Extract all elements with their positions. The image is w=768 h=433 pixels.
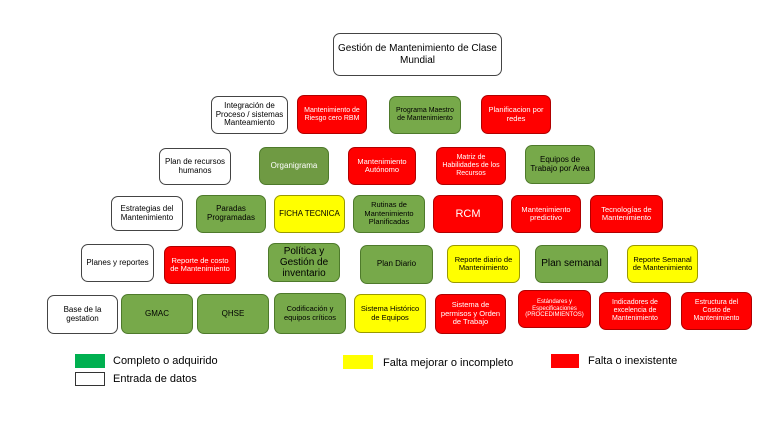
node-label: Matriz de Habilidades de los Recursos (442, 154, 500, 177)
node-gmac: GMAC (121, 294, 193, 334)
node-process-integration: Integración de Proceso / sistemas Mantea… (211, 96, 288, 134)
legend-swatch-complete (75, 354, 105, 368)
node-planned-routines: Rutinas de Mantenimiento Planificadas (353, 195, 425, 233)
node-label: Planes y reportes (86, 257, 149, 267)
node-label: Plan semanal (541, 258, 602, 270)
node-label: QHSE (221, 308, 245, 318)
node-qhse: QHSE (197, 294, 269, 334)
node-critical-equipment-coding: Codificación y equipos críticos (274, 293, 346, 334)
legend-swatch-input (75, 372, 105, 386)
node-work-order-system: Sistema de permisos y Orden de Trabajo (435, 294, 506, 334)
node-autonomous-maintenance: Mantenimiento Autónomo (348, 147, 416, 185)
node-org-chart: Organigrama (259, 147, 329, 185)
node-label: Reporte diario de Mantenimiento (454, 254, 513, 272)
node-daily-report: Reporte diario de Mantenimiento (447, 245, 520, 283)
node-label: Plan de recursos humanos (164, 156, 226, 175)
node-label: Estructura del Costo de Mantenimiento (693, 299, 740, 322)
node-label: Reporte de costo de Mantenimiento (170, 255, 230, 273)
node-skills-matrix: Matriz de Habilidades de los Recursos (436, 147, 506, 185)
node-rcm: RCM (433, 195, 503, 233)
node-label: Tecnologías de Mantenimiento (601, 204, 652, 222)
node-excellence-indicators: Indicadores de excelencia de Mantenimien… (599, 292, 671, 330)
top-node-label: Gestión de Mantenimiento de Clase Mundia… (338, 43, 497, 66)
node-maintenance-technologies: Tecnologías de Mantenimiento (590, 195, 663, 233)
node-label: Paradas Programadas (206, 204, 256, 222)
node-scheduled-shutdowns: Paradas Programadas (196, 195, 266, 233)
node-label: GMAC (145, 308, 169, 318)
node-label: Codificación y equipos críticos (283, 304, 337, 322)
node-equipment-history: Sistema Histórico de Equipos (354, 294, 426, 333)
node-label: Indicadores de excelencia de Mantenimien… (612, 299, 658, 322)
node-label: Base de la gestation (63, 304, 102, 323)
node-label: Planificacion por redes (488, 105, 544, 123)
node-network-planning: Planificacion por redes (481, 95, 551, 134)
legend-label-improve: Falta mejorar o incompleto (383, 357, 514, 369)
node-cost-report: Reporte de costo de Mantenimiento (164, 246, 236, 284)
node-technical-sheet: FICHA TECNICA (274, 195, 345, 233)
legend-label-missing: Falta o inexistente (588, 355, 678, 367)
node-label: Reporte Semanal de Mantenimiento (632, 254, 693, 272)
top-node-world-class-maintenance: Gestión de Mantenimiento de Clase Mundia… (333, 33, 502, 76)
legend-label-complete: Completo o adquirido (113, 355, 218, 367)
node-label: Sistema de permisos y Orden de Trabajo (440, 300, 501, 327)
node-label: FICHA TECNICA (279, 208, 340, 218)
node-label: Plan Diario (376, 259, 417, 269)
node-daily-plan: Plan Diario (360, 245, 433, 284)
node-label: Mantenimiento predictivo (521, 204, 571, 222)
node-label: Política y Gestión de inventario (279, 245, 329, 280)
node-weekly-plan: Plan semanal (535, 245, 608, 283)
node-label: Rutinas de Mantenimiento Planificadas (364, 200, 414, 227)
node-label: Equipos de Trabajo por Area (530, 154, 590, 173)
node-label: Organigrama (270, 160, 318, 170)
node-master-program: Programa Maestro de Mantenimiento (389, 96, 461, 134)
legend-swatch-improve (343, 355, 373, 369)
node-weekly-report: Reporte Semanal de Mantenimiento (627, 245, 698, 283)
node-hr-plan: Plan de recursos humanos (159, 148, 231, 185)
node-label: Integración de Proceso / sistemas Mantea… (215, 100, 284, 128)
legend-label-input: Entrada de datos (113, 373, 197, 385)
node-label: Mantenimiento Autónomo (357, 156, 407, 174)
node-work-teams: Equipos de Trabajo por Area (525, 145, 595, 184)
node-label: Estrategias del Mantenimiento (120, 203, 174, 222)
node-inventory-policy: Política y Gestión de inventario (268, 243, 340, 282)
node-management-base: Base de la gestation (47, 295, 118, 334)
node-plans-reports: Planes y reportes (81, 244, 154, 282)
legend-swatch-missing (551, 354, 579, 368)
node-label: RCM (455, 207, 481, 220)
node-standards-procedures: Estándares y Especificaciones (PROCEDIMI… (518, 290, 591, 328)
node-cost-structure: Estructura del Costo de Mantenimiento (681, 292, 752, 330)
node-label: Sistema Histórico de Equipos (360, 304, 420, 322)
node-label: Mantenimiento de Riesgo cero RBM (304, 106, 360, 122)
node-label: Programa Maestro de Mantenimiento (396, 107, 454, 122)
node-maintenance-strategies: Estrategias del Mantenimiento (111, 196, 183, 231)
node-label: Estándares y Especificaciones (PROCEDIMI… (525, 298, 584, 319)
node-rbm: Mantenimiento de Riesgo cero RBM (297, 95, 367, 134)
node-predictive-maintenance: Mantenimiento predictivo (511, 195, 581, 233)
